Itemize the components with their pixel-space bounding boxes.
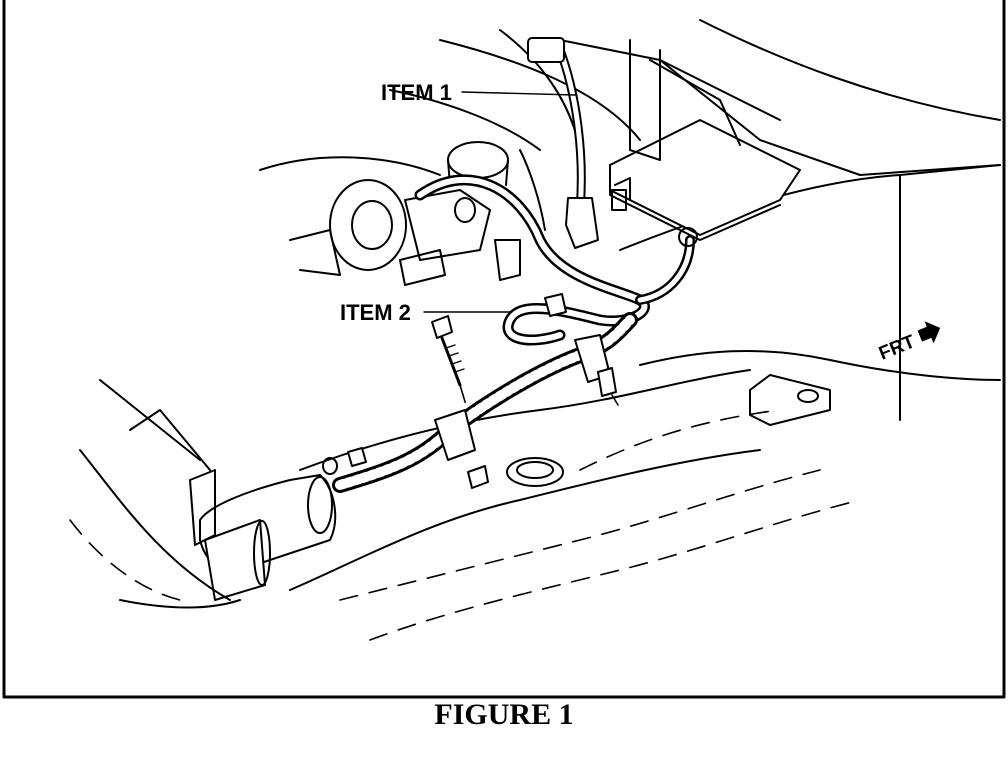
battery: [609, 39, 801, 241]
item2-label: ITEM 2: [340, 300, 411, 325]
item1-leader: [461, 91, 576, 96]
terminal-nut: [597, 367, 619, 406]
fasteners: [322, 293, 619, 489]
frt-label: FRT: [876, 331, 918, 364]
mounting-bolt: [431, 315, 467, 406]
engine-bay-outline: [259, 19, 1001, 641]
nut-center: [467, 465, 489, 489]
starter-motor: [69, 379, 337, 609]
frame-hole: [506, 457, 564, 487]
item1-cable: [527, 37, 599, 249]
nut-left: [322, 447, 367, 475]
front-direction-indicator: FRT: [876, 321, 941, 365]
front-arrow-icon: [917, 321, 941, 344]
figure-caption: FIGURE 1: [434, 698, 574, 731]
bolt-item2: [544, 293, 567, 317]
item1-label: ITEM 1: [381, 80, 452, 105]
figure-border: [2, 0, 1006, 699]
item2-cable: [414, 174, 698, 346]
engine-components: [289, 141, 546, 286]
